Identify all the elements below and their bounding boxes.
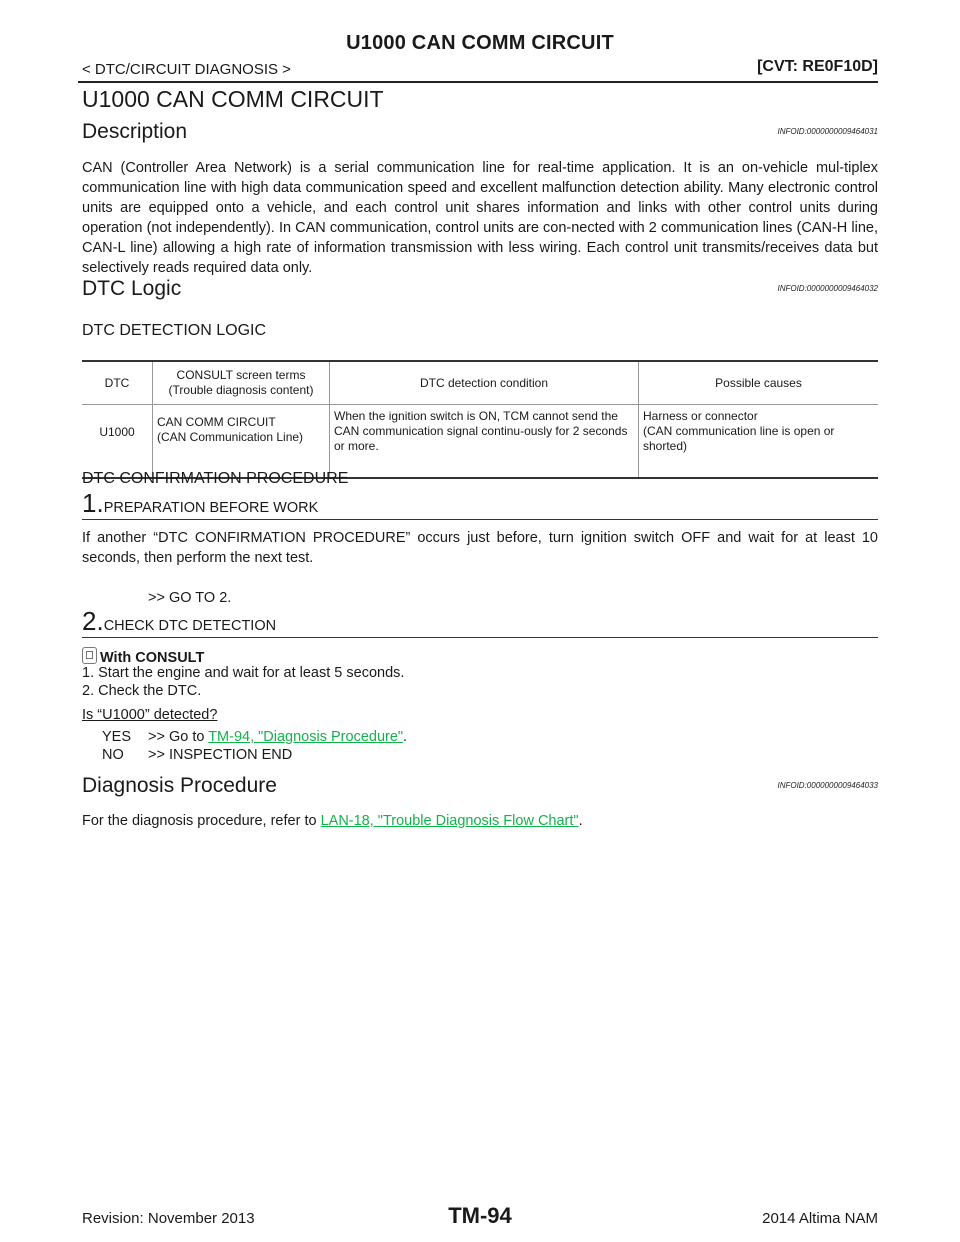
- step-label: CHECK DTC DETECTION: [103, 618, 277, 634]
- with-consult: With CONSULT: [82, 647, 204, 666]
- step-1-heading: 1.PREPARATION BEFORE WORK: [82, 488, 878, 520]
- table-header: DTC: [82, 360, 153, 405]
- list-item: 1. Start the engine and wait for at leas…: [82, 665, 405, 681]
- consult-icon: [82, 647, 97, 664]
- condition-cell: When the ignition switch is ON, TCM cann…: [329, 404, 639, 479]
- footer-model: 2014 Altima NAM: [762, 1210, 878, 1227]
- diagnosis-section: Diagnosis Procedure INFOID:0000000009464…: [82, 774, 878, 798]
- no-branch: >> INSPECTION END: [148, 747, 293, 763]
- step-number: 1.: [82, 488, 104, 518]
- question: Is “U1000” detected?: [82, 707, 218, 723]
- yes-branch: >> Go to TM-94, "Diagnosis Procedure".: [148, 729, 408, 745]
- description-infoid: INFOID:0000000009464031: [777, 127, 878, 136]
- table-row: U1000 CAN COMM CIRCUIT (CAN Communicatio…: [82, 404, 878, 479]
- dtc-logic-infoid: INFOID:0000000009464032: [777, 284, 878, 293]
- no-label: NO: [102, 747, 124, 763]
- footer-revision: Revision: November 2013: [82, 1210, 255, 1227]
- diagnosis-infoid: INFOID:0000000009464033: [777, 781, 878, 790]
- table-header: Possible causes: [638, 360, 878, 405]
- description-text: CAN (Controller Area Network) is a seria…: [82, 160, 878, 276]
- table-header: CONSULT screen terms (Trouble diagnosis …: [152, 360, 330, 405]
- breadcrumb: < DTC/CIRCUIT DIAGNOSIS >: [82, 61, 291, 78]
- description-section: Description INFOID:0000000009464031: [82, 120, 878, 144]
- yes-label: YES: [102, 729, 132, 745]
- header-title: U1000 CAN COMM CIRCUIT: [346, 32, 614, 54]
- model-tag: [CVT: RE0F10D]: [757, 58, 878, 75]
- confirmation-heading: DTC CONFIRMATION PROCEDURE: [82, 470, 349, 487]
- description-title: Description: [82, 120, 188, 143]
- terms-cell: CAN COMM CIRCUIT (CAN Communication Line…: [152, 404, 330, 479]
- step-number: 2.: [82, 606, 104, 636]
- diagnosis-text: For the diagnosis procedure, refer to LA…: [82, 813, 583, 829]
- lan-flow-chart-link[interactable]: LAN-18, "Trouble Diagnosis Flow Chart": [320, 813, 579, 829]
- causes-cell: Harness or connector (CAN communication …: [638, 404, 878, 479]
- dtc-logic-title: DTC Logic: [82, 277, 182, 300]
- table-header-row: DTC CONSULT screen terms (Trouble diagno…: [82, 360, 878, 405]
- list-item: 2. Check the DTC.: [82, 683, 202, 699]
- dtc-cell: U1000: [82, 404, 153, 479]
- diagnosis-procedure-link[interactable]: TM-94, "Diagnosis Procedure": [208, 729, 404, 745]
- dtc-detection-heading: DTC DETECTION LOGIC: [82, 322, 267, 339]
- dtc-logic-section: DTC Logic INFOID:0000000009464032: [82, 277, 878, 301]
- step-label: PREPARATION BEFORE WORK: [103, 500, 319, 516]
- header-divider: [78, 81, 878, 83]
- table-header: DTC detection condition: [329, 360, 639, 405]
- page-title: U1000 CAN COMM CIRCUIT: [82, 86, 384, 112]
- dtc-table: DTC CONSULT screen terms (Trouble diagno…: [82, 360, 878, 479]
- step-2-heading: 2.CHECK DTC DETECTION: [82, 606, 878, 638]
- step-1-text: If another “DTC CONFIRMATION PROCEDURE” …: [82, 530, 878, 566]
- footer-page-number: TM-94: [448, 1203, 512, 1228]
- step-1-goto: >> GO TO 2.: [148, 590, 232, 606]
- diagnosis-title: Diagnosis Procedure: [82, 774, 277, 797]
